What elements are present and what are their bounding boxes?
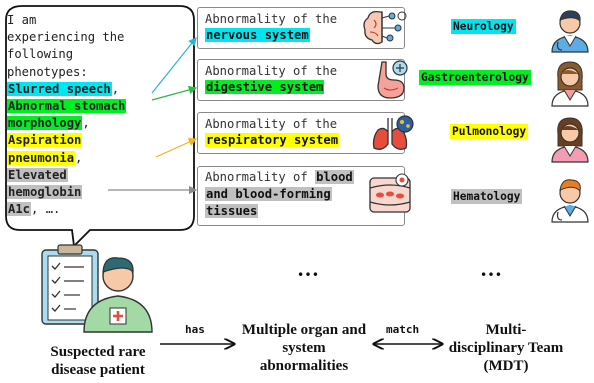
phenotype-text: Aspiration xyxy=(7,133,83,148)
specialty-neurology: Neurology xyxy=(451,19,516,34)
phenotype-text: morphology xyxy=(7,116,83,131)
phenotype-text: A1c xyxy=(7,202,32,217)
bubble-segment: experiencing the xyxy=(7,30,125,45)
bubble-segment: , xyxy=(111,81,120,96)
phenotype-text: Elevated xyxy=(7,167,68,182)
phenotype-text: pneumonia xyxy=(7,150,76,165)
match-label: match xyxy=(386,323,420,336)
bubble-line: Abnormal stomach xyxy=(7,98,127,115)
stomach-icon xyxy=(377,60,408,99)
bubble-line: phenotypes: xyxy=(7,64,88,81)
organ-box-blood: Abnormality of blood and blood-forming t… xyxy=(197,166,405,226)
bubble-line: hemoglobin xyxy=(7,184,83,201)
bubble-segment: following xyxy=(7,47,74,62)
bubble-line: following xyxy=(7,46,73,63)
clipboard-icon xyxy=(41,244,99,325)
doctor-neurology-avatar xyxy=(551,10,589,53)
patient-avatar xyxy=(83,257,153,333)
team-ellipsis: … xyxy=(480,256,503,281)
organ-system-part: and blood-forming xyxy=(205,187,332,201)
specialty-pulmonology: Pulmonology xyxy=(450,124,529,139)
bubble-line: A1c, …. xyxy=(7,201,60,218)
phenotype-text: Slurred speech xyxy=(7,81,112,96)
organ-ellipsis: … xyxy=(297,256,320,281)
doctor-gastro-avatar xyxy=(551,61,589,107)
bubble-segment: , …. xyxy=(31,202,61,217)
organ-caption: Multiple organ and system abnormalities xyxy=(241,322,367,374)
organ-prefix: Abnormality of xyxy=(205,170,308,184)
phenotype-text: hemoglobin xyxy=(7,185,83,199)
patient-caption: Suspected rare disease patient xyxy=(50,344,146,378)
organ-system: respiratory system xyxy=(205,133,340,147)
bubble-segment: I am xyxy=(7,13,37,27)
team-caption: Multi- disciplinary Team (MDT) xyxy=(448,322,564,374)
bubble-segment: phenotypes: xyxy=(7,64,88,79)
organ-system: digestive system xyxy=(205,80,325,94)
specialty-hematology: Hematology xyxy=(451,189,523,204)
blood-vessel-icon xyxy=(369,173,411,213)
organ-system: nervous system xyxy=(205,28,310,42)
organ-prefix: Abnormality of the xyxy=(205,64,338,78)
bubble-line: Elevated xyxy=(7,167,68,184)
specialty-gastroenterology: Gastroenterology xyxy=(419,70,531,85)
organ-box-respiratory: Abnormality of the respiratory system xyxy=(197,112,405,154)
brain-icon xyxy=(363,10,407,45)
phenotype-text: Abnormal stomach xyxy=(7,99,127,113)
bubble-line: I am xyxy=(7,12,36,29)
bubble-segment: , xyxy=(75,150,83,165)
arrow-cyan xyxy=(151,37,197,94)
organ-box-digestive: Abnormality of the digestive system xyxy=(197,59,405,101)
bubble-line: Aspiration xyxy=(7,132,83,149)
bubble-line: experiencing the xyxy=(7,29,124,46)
arrow-yellow xyxy=(155,138,198,158)
bubble-line: morphology, xyxy=(7,115,90,132)
bubble-line: pneumonia, xyxy=(7,150,82,167)
organ-prefix: Abnormality of the xyxy=(205,117,338,131)
bubble-segment: , xyxy=(82,116,90,131)
organ-system-part: tissues xyxy=(205,204,259,218)
lungs-icon xyxy=(372,115,414,150)
bubble-line: Slurred speech, xyxy=(7,81,119,98)
arrow-green xyxy=(151,85,198,101)
has-label: has xyxy=(185,323,205,336)
organ-prefix: Abnormality of the xyxy=(205,12,338,26)
organ-system-part: blood xyxy=(315,170,354,184)
doctor-pulmonology-avatar xyxy=(551,117,589,163)
doctor-hematology-avatar xyxy=(551,179,589,223)
